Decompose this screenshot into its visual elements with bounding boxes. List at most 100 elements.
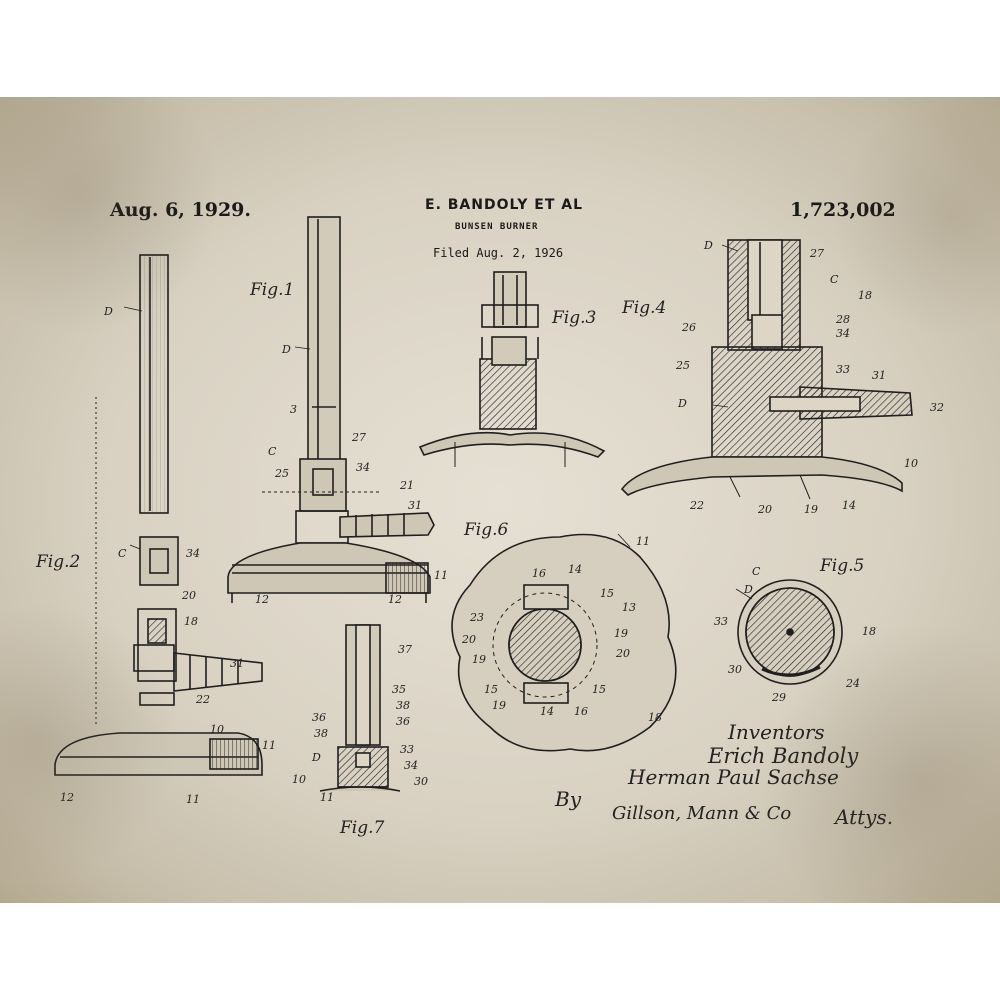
fig4-label: Fig.4 (621, 298, 666, 318)
svg-text:15: 15 (600, 587, 614, 600)
ref-d-fig1: D (281, 343, 291, 356)
fig2-drawing (54, 254, 263, 776)
patent-number: 1,723,002 (790, 199, 896, 221)
svg-text:12: 12 (60, 791, 74, 804)
svg-text:34: 34 (404, 759, 418, 772)
fig4-drawing (620, 239, 913, 500)
svg-text:11: 11 (636, 535, 650, 548)
svg-text:20: 20 (615, 647, 630, 660)
fig3-drawing (418, 271, 606, 467)
svg-text:33: 33 (714, 615, 728, 628)
svg-text:30: 30 (414, 775, 428, 788)
attys-label: Attys. (835, 805, 894, 829)
patent-drawing: Fig.1 Fig.2 Fig.3 Fig.4 Fig.5 Fig.6 Fig.… (35, 216, 944, 838)
svg-text:36: 36 (396, 715, 410, 728)
inventor-signature-1: Erich Bandoly (708, 744, 859, 768)
svg-text:34: 34 (356, 461, 370, 474)
svg-text:10: 10 (904, 457, 918, 470)
svg-text:34: 34 (836, 327, 850, 340)
svg-text:11: 11 (262, 739, 276, 752)
svg-text:35: 35 (392, 683, 406, 696)
fig1-label: Fig.1 (249, 280, 294, 300)
svg-text:38: 38 (314, 727, 328, 740)
svg-text:31: 31 (230, 657, 244, 670)
svg-text:16: 16 (574, 705, 588, 718)
svg-text:25: 25 (675, 359, 690, 372)
svg-text:D: D (743, 583, 753, 596)
filed-date: Filed Aug. 2, 1926 (433, 246, 564, 260)
svg-text:20: 20 (181, 589, 196, 602)
svg-text:14: 14 (842, 499, 856, 512)
by-label: By (555, 787, 581, 811)
svg-text:18: 18 (862, 625, 876, 638)
svg-text:38: 38 (396, 699, 410, 712)
svg-text:28: 28 (835, 313, 850, 326)
svg-text:30: 30 (728, 663, 742, 676)
patent-title: BUNSEN BURNER (455, 222, 539, 232)
svg-text:18: 18 (184, 615, 198, 628)
svg-text:15: 15 (484, 683, 498, 696)
svg-text:29: 29 (771, 691, 786, 704)
svg-text:22: 22 (195, 693, 210, 706)
svg-text:C: C (752, 565, 761, 578)
inventor-signature-2: Herman Paul Sachse (628, 765, 839, 789)
svg-text:16: 16 (532, 567, 546, 580)
svg-text:12: 12 (388, 593, 402, 606)
svg-text:13: 13 (622, 601, 636, 614)
patent-date: Aug. 6, 1929. (110, 199, 252, 221)
svg-text:32: 32 (930, 401, 944, 414)
svg-text:20: 20 (757, 503, 772, 516)
svg-text:10: 10 (292, 773, 306, 786)
svg-text:37: 37 (398, 643, 412, 656)
svg-text:15: 15 (592, 683, 606, 696)
svg-text:18: 18 (858, 289, 872, 302)
ref-d-fig2: D (103, 305, 113, 318)
svg-text:24: 24 (845, 677, 860, 690)
svg-text:33: 33 (400, 743, 414, 756)
svg-text:31: 31 (408, 499, 422, 512)
svg-text:D: D (311, 751, 321, 764)
fig3-label: Fig.3 (551, 308, 596, 328)
svg-text:26: 26 (681, 321, 696, 334)
inventor-heading: E. BANDOLY ET AL (425, 197, 583, 213)
svg-text:11: 11 (186, 793, 200, 806)
fig6-drawing (451, 533, 677, 752)
svg-text:33: 33 (836, 363, 850, 376)
fig1-drawing (227, 216, 435, 603)
svg-text:31: 31 (872, 369, 886, 382)
svg-text:23: 23 (469, 611, 484, 624)
svg-text:C: C (830, 273, 839, 286)
svg-text:19: 19 (492, 699, 506, 712)
svg-text:11: 11 (320, 791, 334, 804)
svg-text:19: 19 (614, 627, 628, 640)
reference-numerals: D D C 27 25 34 21 31 11 12 12 3 C 34 20 … (60, 239, 944, 806)
fig5-drawing (737, 579, 843, 685)
patent-sheet: Aug. 6, 1929. E. BANDOLY ET AL BUNSEN BU… (0, 97, 1000, 903)
svg-text:27: 27 (809, 247, 824, 260)
svg-text:14: 14 (540, 705, 554, 718)
svg-text:34: 34 (186, 547, 200, 560)
svg-text:25: 25 (274, 467, 289, 480)
svg-text:19: 19 (804, 503, 818, 516)
fig5-label: Fig.5 (819, 556, 864, 576)
svg-text:14: 14 (568, 563, 582, 576)
svg-text:D: D (703, 239, 713, 252)
svg-text:27: 27 (351, 431, 366, 444)
fig2-label: Fig.2 (35, 552, 80, 572)
fig7-drawing (319, 624, 401, 792)
svg-text:12: 12 (255, 593, 269, 606)
svg-text:21: 21 (399, 479, 414, 492)
ref-c-fig1: C (268, 445, 277, 458)
svg-text:36: 36 (312, 711, 326, 724)
leader-lines (123, 244, 753, 600)
svg-text:18: 18 (648, 711, 662, 724)
svg-text:3: 3 (290, 403, 297, 416)
fig6-label: Fig.6 (463, 520, 509, 540)
inventors-heading: Inventors (728, 720, 825, 744)
svg-text:20: 20 (461, 633, 476, 646)
svg-text:C: C (118, 547, 127, 560)
attorney-signature: Gillson, Mann & Co (612, 803, 792, 824)
svg-text:19: 19 (472, 653, 486, 666)
svg-text:11: 11 (434, 569, 448, 582)
svg-text:22: 22 (689, 499, 704, 512)
